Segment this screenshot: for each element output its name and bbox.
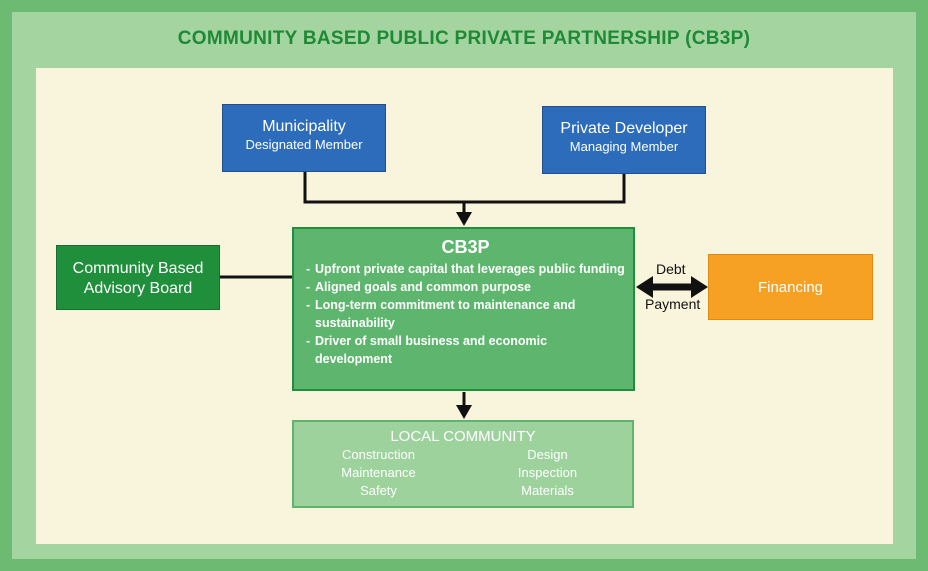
- cb3p-heading: CB3P: [441, 237, 490, 257]
- advisory-board-box: Community Based Advisory Board: [56, 245, 220, 310]
- financing-box: Financing: [708, 254, 873, 320]
- connector-municipality: [303, 172, 464, 204]
- payment-label: Payment: [645, 296, 701, 312]
- debt-label: Debt: [656, 261, 686, 277]
- advisory-line-2: Advisory Board: [83, 280, 193, 297]
- municipality-box: Municipality Designated Member: [222, 104, 386, 172]
- local-item: Safety: [360, 483, 397, 498]
- cb3p-box: CB3P -Upfront private capital that lever…: [292, 227, 635, 391]
- municipality-name: Municipality: [262, 118, 346, 135]
- cb3p-bullet-text: Upfront private capital that leverages p…: [315, 262, 625, 276]
- developer-role: Managing Member: [569, 139, 679, 154]
- local-item: Maintenance: [341, 465, 416, 480]
- arrowhead-right-financing: [691, 276, 708, 298]
- cb3p-bullet-text: Aligned goals and common purpose: [315, 280, 531, 294]
- local-community-columns: Construction Maintenance Safety Design I…: [294, 446, 632, 500]
- local-item: Materials: [521, 483, 574, 498]
- local-item: Design: [527, 447, 568, 462]
- cb3p-bullet: -Long-term commitment to maintenance and…: [306, 298, 576, 330]
- cb3p-bullet: -Aligned goals and common purpose: [306, 280, 531, 294]
- arrowhead-to-cb3p: [456, 212, 472, 226]
- connector-developer: [464, 174, 626, 204]
- cb3p-bullet-list: -Upfront private capital that leverages …: [306, 260, 625, 368]
- financing-name: Financing: [757, 279, 824, 296]
- local-right-column: Design Inspection Materials: [463, 446, 632, 500]
- local-item: Construction: [342, 447, 415, 462]
- developer-box: Private Developer Managing Member: [542, 106, 706, 174]
- cb3p-bullet: -Driver of small business and economic d…: [306, 334, 548, 366]
- diagram-title: COMMUNITY BASED PUBLIC PRIVATE PARTNERSH…: [177, 28, 751, 49]
- cb3p-bullet-text: Driver of small business and economic de…: [315, 334, 548, 366]
- developer-name: Private Developer: [560, 120, 688, 137]
- local-left-column: Construction Maintenance Safety: [294, 446, 463, 500]
- advisory-line-1: Community Based: [72, 260, 204, 277]
- cb3p-bullet: -Upfront private capital that leverages …: [306, 262, 625, 276]
- arrowhead-to-local: [456, 405, 472, 419]
- cb3p-bullet-text: Long-term commitment to maintenance and …: [315, 298, 576, 330]
- arrowhead-left-financing: [636, 276, 653, 298]
- local-community-box: LOCAL COMMUNITY Construction Maintenance…: [292, 420, 634, 508]
- local-community-heading: LOCAL COMMUNITY: [390, 428, 536, 445]
- municipality-role: Designated Member: [245, 137, 363, 152]
- local-item: Inspection: [517, 465, 578, 480]
